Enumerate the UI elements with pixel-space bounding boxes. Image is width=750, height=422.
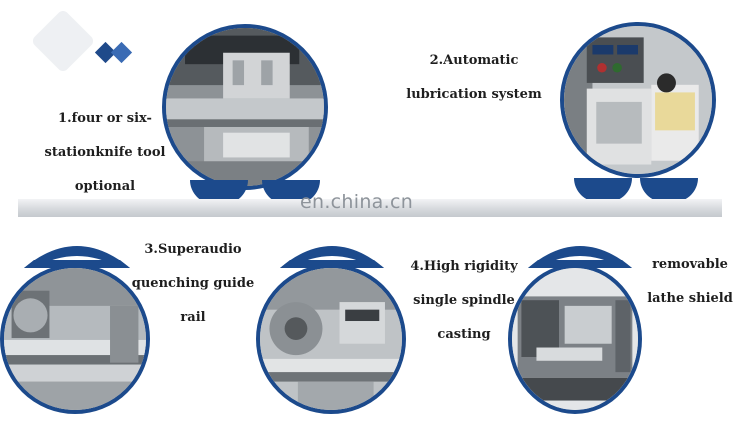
lathe-shield-photo <box>508 264 642 414</box>
feature-3-label: 3.Superaudio quenching guide rail <box>131 242 255 325</box>
logo <box>18 8 133 76</box>
feature-4-label: 4.High rigidity single spindle casting <box>410 259 518 342</box>
divider-band <box>18 199 722 217</box>
feature-5-label: removable lathe shield <box>647 257 733 306</box>
arch-marker <box>528 230 632 268</box>
watermark: en.china.cn <box>300 191 414 213</box>
feature-1-label: 1.four or six- stationknife tool optiona… <box>44 111 166 194</box>
arch-marker <box>24 230 130 268</box>
guide-rail-photo <box>0 264 150 414</box>
spindle-casting-photo <box>256 264 406 414</box>
feature-2-label: 2.Automatic lubrication system <box>406 53 542 102</box>
arch-marker <box>280 230 384 268</box>
tool-post-photo <box>162 24 328 190</box>
lubrication-pump-photo <box>560 22 716 178</box>
